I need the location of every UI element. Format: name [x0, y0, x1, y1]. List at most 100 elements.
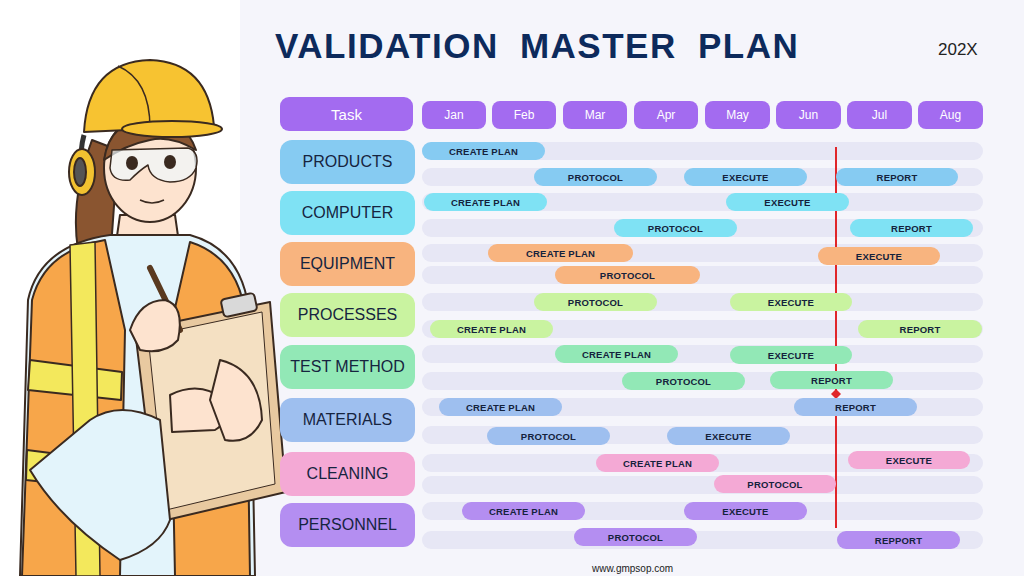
task-bar: EXECUTE — [667, 427, 790, 445]
task-bar-text: CREATE PLAN — [449, 146, 518, 157]
month-header: Mar — [563, 101, 627, 129]
task-bar-text: REPORT — [900, 324, 941, 335]
category-pill: EQUIPMENT — [280, 242, 415, 286]
illustration-part — [422, 372, 983, 390]
task-bar-text: EXECUTE — [768, 350, 814, 361]
illustration-part — [127, 157, 137, 169]
task-bar: EXECUTE — [684, 502, 807, 520]
illustration-part — [422, 398, 983, 416]
task-bar: PROTOCOL — [487, 427, 610, 445]
task-bar: CREATE PLAN — [596, 454, 719, 472]
illustration-part — [422, 454, 983, 472]
task-bar: EXECUTE — [730, 293, 852, 311]
month-header-text: Jan — [444, 108, 463, 122]
task-header: Task — [280, 97, 413, 131]
illustration-part — [122, 121, 222, 137]
task-bar-text: REPORT — [877, 172, 918, 183]
task-bar: PROTOCOL — [614, 219, 737, 237]
month-header-text: Apr — [657, 108, 676, 122]
task-bar: PROTOCOL — [714, 475, 836, 493]
illustration-part — [422, 293, 983, 311]
chart-title: VALIDATION MASTER PLAN — [275, 26, 799, 66]
task-bar: EXECUTE — [848, 451, 970, 469]
task-bar-text: EXECUTE — [705, 431, 751, 442]
month-header-text: May — [726, 108, 749, 122]
illustration-part — [422, 193, 983, 211]
illustration-part — [422, 345, 983, 363]
month-header: Jan — [422, 101, 486, 129]
category-pill-text: COMPUTER — [302, 204, 394, 222]
task-bar: PROTOCOL — [555, 266, 700, 284]
task-bar: REPORT — [770, 371, 893, 389]
month-header-text: Feb — [514, 108, 535, 122]
illustration-part — [422, 168, 983, 186]
task-bar: CREATE PLAN — [430, 320, 553, 338]
category-pill: CLEANING — [280, 452, 415, 496]
category-pill: PROCESSES — [280, 293, 415, 337]
category-pill: PERSONNEL — [280, 503, 415, 547]
illustration-part — [422, 142, 983, 160]
task-bar: PROTOCOL — [574, 528, 697, 546]
task-bar-text: EXECUTE — [856, 251, 902, 262]
task-bar: PROTOCOL — [534, 293, 657, 311]
illustration-part — [422, 502, 983, 520]
task-bar-text: PROTOCOL — [648, 223, 703, 234]
task-bar: CREATE PLAN — [462, 502, 585, 520]
month-header-text: Jul — [872, 108, 887, 122]
month-header: Apr — [634, 101, 698, 129]
illustration-part — [422, 426, 983, 444]
task-bar-text: PROTOCOL — [600, 270, 655, 281]
task-bar: REPORT — [794, 398, 917, 416]
illustration-part — [165, 156, 175, 168]
month-header: Feb — [492, 101, 556, 129]
task-bar-text: PROTOCOL — [747, 479, 802, 490]
task-bar-text: REPORT — [891, 223, 932, 234]
illustration-part — [422, 219, 983, 237]
illustration-part — [118, 66, 150, 128]
task-bar-text: EXECUTE — [886, 455, 932, 466]
task-bar-text: PROTOCOL — [521, 431, 576, 442]
illustration-part — [422, 531, 983, 549]
task-bar-text: PROTOCOL — [656, 376, 711, 387]
category-pill-text: PROCESSES — [298, 306, 398, 324]
category-pill-text: EQUIPMENT — [300, 255, 395, 273]
task-bar-text: EXECUTE — [722, 172, 768, 183]
illustration-part — [74, 158, 86, 186]
illustration-part — [422, 266, 983, 284]
illustration-part — [130, 300, 180, 351]
task-header-text: Task — [331, 106, 362, 123]
illustration-part — [210, 360, 262, 441]
task-bar: CREATE PLAN — [439, 398, 562, 416]
task-bar-text: CREATE PLAN — [451, 197, 520, 208]
illustration-part — [69, 149, 95, 195]
task-bar: PROTOCOL — [534, 168, 657, 186]
illustration-part — [422, 476, 983, 494]
task-bar: CREATE PLAN — [488, 244, 633, 262]
task-bar-text: CREATE PLAN — [489, 506, 558, 517]
category-pill: COMPUTER — [280, 191, 415, 235]
illustration-part — [140, 200, 164, 203]
task-bar: CREATE PLAN — [422, 142, 545, 160]
task-bar: EXECUTE — [818, 247, 940, 265]
illustration-part — [30, 410, 170, 560]
task-bar: REPORT — [850, 219, 973, 237]
task-bar-text: CREATE PLAN — [623, 458, 692, 469]
month-header: Jun — [776, 101, 841, 129]
year-label: 202X — [938, 40, 978, 60]
website-watermark: www.gmpsop.com — [592, 563, 673, 574]
month-header-text: Aug — [940, 108, 961, 122]
task-bar-text: EXECUTE — [722, 506, 768, 517]
task-bar: REPORT — [858, 320, 982, 338]
task-bar-text: REPPORT — [875, 535, 922, 546]
task-bar-text: EXECUTE — [764, 197, 810, 208]
task-bar: REPPORT — [837, 531, 960, 549]
task-bar-text: EXECUTE — [768, 297, 814, 308]
month-header-text: Jun — [799, 108, 818, 122]
category-pill: TEST METHOD — [280, 345, 415, 389]
month-header: Aug — [918, 101, 983, 129]
task-bar: EXECUTE — [730, 346, 852, 364]
illustration-part — [110, 148, 197, 182]
